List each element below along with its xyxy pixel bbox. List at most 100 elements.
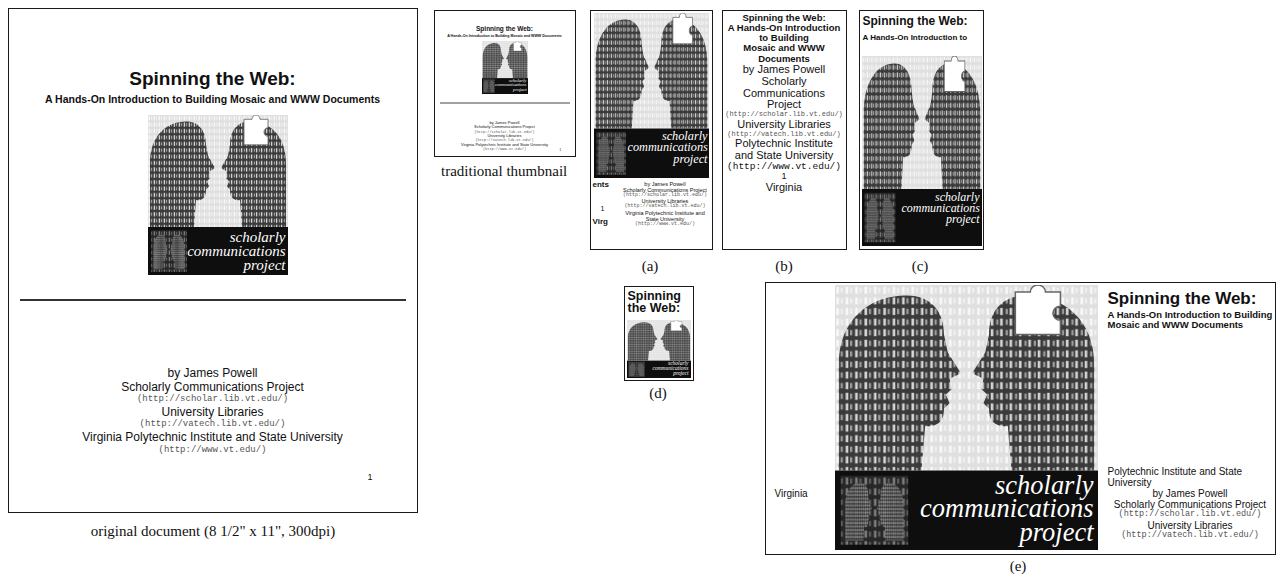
logo-picture bbox=[835, 285, 1098, 550]
page-text: (http://vatech.lib.vt.edu/) bbox=[621, 204, 710, 210]
page-thumbnail: Spinning the Web: scholarly communication… bbox=[624, 286, 694, 381]
text-slot: (a) bbox=[620, 258, 680, 275]
logo-picture bbox=[148, 115, 288, 275]
page-text: Spinning the Web: bbox=[436, 25, 574, 32]
page-text: University Libraries bbox=[13, 405, 413, 419]
page-text: Virginia bbox=[725, 182, 844, 194]
page-thumbnail: by James PowellScholarly Communications … bbox=[434, 10, 576, 157]
text-slot: (b) bbox=[754, 258, 814, 275]
logo-text: scholarly communications project bbox=[182, 230, 286, 273]
page-text: (http://scholar.lib.vt.edu/) bbox=[621, 193, 710, 199]
logo-text: scholarly communications project bbox=[494, 79, 527, 93]
text-slot: scholarly communications project bbox=[494, 79, 527, 93]
page-text: (http://vatech.lib.vt.edu/) bbox=[13, 419, 413, 430]
page-text: (http://scholar.lib.vt.edu/) bbox=[725, 111, 844, 119]
text-slot: Spinning the Web: bbox=[13, 68, 413, 90]
page-text: 1 bbox=[368, 472, 388, 482]
logo-picture bbox=[627, 320, 691, 378]
page-text: 1 bbox=[601, 205, 611, 213]
page-text: Virginia Polytechnic Institute and State… bbox=[13, 430, 413, 444]
page-text: Spinning the Web: bbox=[725, 13, 844, 23]
figure-caption: traditional thumbnail bbox=[441, 163, 591, 180]
page-text: (http://scholar.lib.vt.edu/) bbox=[1108, 510, 1273, 520]
page-text: ents bbox=[593, 180, 621, 189]
text-column: by James PowellScholarly Communications … bbox=[621, 181, 710, 228]
page-text: Virg bbox=[593, 217, 619, 226]
page-text: Polytechnic Institute and State Universi… bbox=[725, 138, 844, 162]
text-slot: Virg bbox=[593, 217, 619, 226]
page-text: (http://scholar.lib.vt.edu/) bbox=[13, 394, 413, 405]
page-text: Spinning the Web: bbox=[1108, 289, 1273, 309]
page-text: University Libraries bbox=[436, 134, 574, 139]
text-slot: original document (8 1/2" x 11", 300dpi) bbox=[8, 523, 418, 540]
page-text: A Hands-On Introduction to Building bbox=[725, 23, 844, 44]
text-slot: scholarly communications project bbox=[182, 230, 286, 273]
text-column: by James PowellScholarly Communications … bbox=[13, 366, 413, 456]
page-text: Scholarly Communications Project bbox=[13, 380, 413, 394]
page-text: by James Powell bbox=[13, 366, 413, 380]
page-text: Virginia Polytechnic Institute and State… bbox=[436, 143, 574, 148]
page-text: Spinning the Web: bbox=[863, 15, 981, 29]
page-text: (http://vatech.lib.vt.edu/) bbox=[1108, 531, 1273, 541]
page-text: (http://www.vt.edu/) bbox=[13, 445, 413, 456]
logo-text: scholarly communications project bbox=[902, 192, 980, 226]
page-thumbnail: Spinning the Web:A Hands-On Introduction… bbox=[722, 10, 847, 250]
logo-text: scholarly communications project bbox=[645, 361, 689, 377]
text-column: Polytechnic Institute and State Universi… bbox=[1108, 466, 1273, 541]
logo-text: scholarly communications project bbox=[628, 131, 708, 166]
text-slot: scholarly communications project bbox=[645, 361, 689, 377]
panel-label: (a) bbox=[620, 258, 680, 275]
text-slot: scholarly communications project bbox=[902, 192, 980, 226]
text-slot: scholarly communications project bbox=[628, 131, 708, 166]
page-text: by James Powell bbox=[1108, 488, 1273, 499]
page-text: Spinning the Web: bbox=[628, 290, 691, 315]
text-slot: Spinning the Web: bbox=[863, 15, 981, 29]
text-slot: 1 bbox=[560, 149, 570, 152]
page-text: Mosaic and WWW Documents bbox=[725, 43, 844, 64]
text-slot: (e) bbox=[988, 558, 1048, 575]
page-text: Spinning the Web: bbox=[13, 68, 413, 90]
page-text: Scholarly Communications Project bbox=[1108, 499, 1273, 510]
page-text: (http://www.vt.edu/) bbox=[436, 147, 574, 151]
panel-label: (d) bbox=[628, 385, 688, 402]
page-text: A Hands-On Introduction to Building Mosa… bbox=[436, 34, 574, 38]
page-text: (http://www.vt.edu/) bbox=[621, 222, 710, 228]
logo-picture bbox=[862, 56, 982, 246]
page-text: 1 bbox=[560, 149, 570, 152]
page-text: 1 bbox=[725, 172, 844, 182]
page-text: by James Powell Scholarly Communications… bbox=[725, 64, 844, 112]
page-text: (http://www.vt.edu/) bbox=[725, 162, 844, 172]
page-thumbnail: Spinning the Web: A Hands-On Introduction… bbox=[859, 10, 984, 250]
logo-picture bbox=[482, 41, 528, 94]
figure-caption: original document (8 1/2" x 11", 300dpi) bbox=[8, 523, 418, 540]
panel-label: (e) bbox=[988, 558, 1048, 575]
text-slot: A Hands-On Introduction to Building Mosa… bbox=[1108, 310, 1273, 332]
page-text: A Hands-On Introduction to bbox=[863, 33, 981, 42]
page-text: University Libraries bbox=[1108, 520, 1273, 531]
page-text: Scholarly Communications Project bbox=[436, 125, 574, 130]
text-column: Spinning the Web:A Hands-On Introduction… bbox=[725, 13, 844, 194]
page-text: (http://vatech.lib.vt.edu/) bbox=[725, 131, 844, 139]
text-slot: Spinning the Web: bbox=[1108, 289, 1273, 309]
text-slot: traditional thumbnail bbox=[441, 163, 591, 180]
text-slot: 1 bbox=[368, 472, 388, 482]
text-slot: scholarly communications project bbox=[918, 474, 1094, 545]
logo-text: scholarly communications project bbox=[918, 474, 1094, 545]
page-text: Virginia bbox=[775, 488, 835, 500]
page-text: by James Powell bbox=[621, 181, 710, 187]
page-thumbnail: by James PowellScholarly Communications … bbox=[8, 8, 418, 513]
text-slot: Spinning the Web: bbox=[436, 25, 574, 32]
text-slot: A Hands-On Introduction to Building Mosa… bbox=[13, 93, 413, 105]
logo-picture bbox=[594, 13, 709, 178]
page-thumbnail: Polytechnic Institute and State Universi… bbox=[765, 282, 1276, 555]
page-text: A Hands-On Introduction to Building Mosa… bbox=[1108, 310, 1273, 332]
rule-line bbox=[20, 299, 406, 301]
text-slot: (d) bbox=[628, 385, 688, 402]
page-text: Polytechnic Institute and State Universi… bbox=[1108, 466, 1273, 488]
page-text: Virginia Polytechnic Institute and State… bbox=[621, 210, 710, 222]
text-slot: A Hands-On Introduction to Building Mosa… bbox=[436, 34, 574, 38]
text-slot: Virginia bbox=[775, 488, 835, 500]
text-slot: A Hands-On Introduction to bbox=[863, 33, 981, 42]
panel-label: (c) bbox=[890, 258, 950, 275]
